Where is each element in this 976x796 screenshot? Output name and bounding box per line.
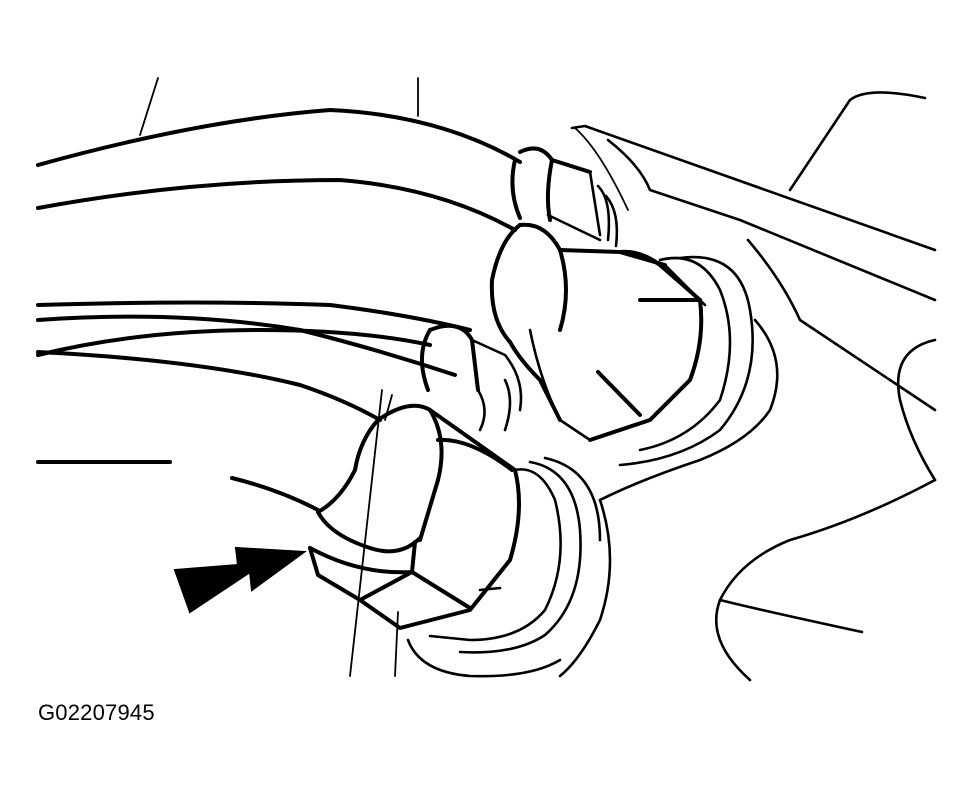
rear-fitting <box>419 323 523 432</box>
callout-arrow <box>173 546 307 614</box>
brake-tubes <box>36 108 522 512</box>
middle-tube-nut <box>489 222 754 467</box>
figure-id-label: G02207945 <box>38 700 155 725</box>
lower-tube-nut <box>308 403 602 654</box>
upper-tube-nut <box>510 146 619 248</box>
arrow-icon <box>173 546 307 614</box>
